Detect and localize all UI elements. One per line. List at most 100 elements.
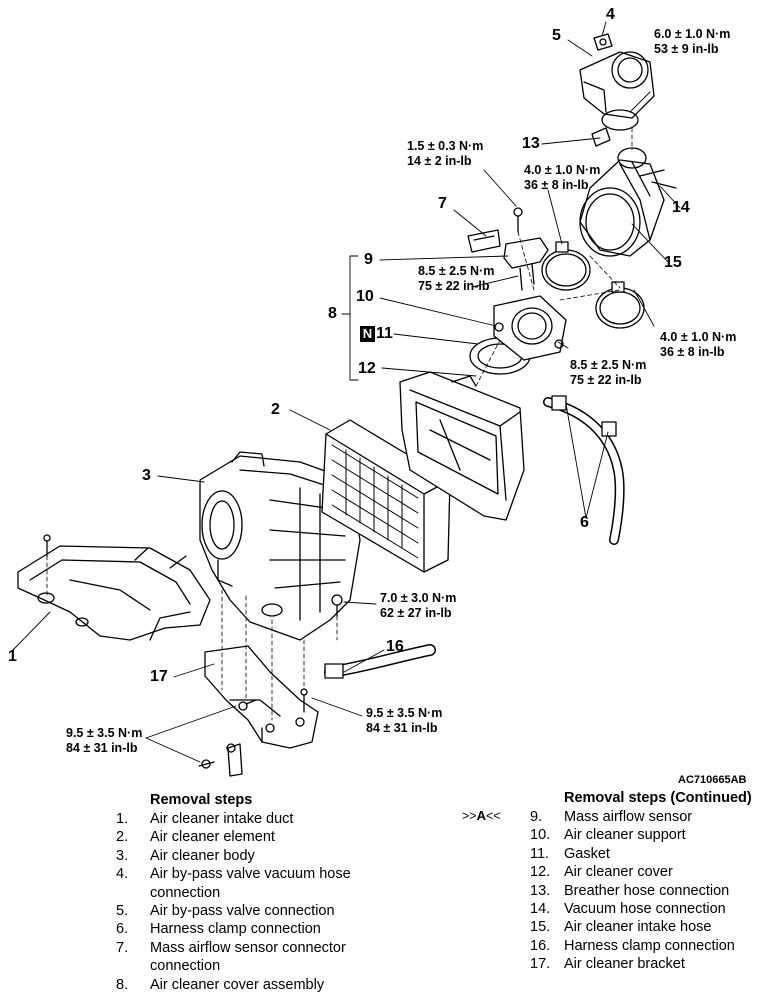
step-text: Air cleaner intake hose: [564, 919, 712, 936]
callout-13: 13: [522, 135, 540, 152]
removal-step-item: 13. Breather hose connection: [530, 882, 766, 900]
body-mounting-bolt: [331, 594, 343, 617]
removal-step-item: 2. Air cleaner element: [116, 828, 386, 846]
step-text: Air cleaner support: [564, 827, 686, 844]
step-number: 13.: [530, 882, 551, 899]
callout-7: 7: [438, 195, 447, 212]
hose-clamp-upper: [541, 241, 591, 291]
step-number: 10.: [530, 827, 551, 844]
air-cleaner-bracket: [198, 645, 319, 777]
removal-step-item: 5. Air by-pass valve connection: [116, 902, 386, 920]
callout-8: 8: [328, 305, 337, 322]
callout-9: 9: [364, 251, 373, 268]
step-number: 8.: [116, 976, 129, 993]
callout-12: 12: [358, 360, 376, 377]
step-number: 2.: [116, 829, 129, 846]
callout-4: 4: [606, 6, 615, 23]
removal-step-item: 12.Air cleaner cover: [530, 863, 766, 881]
callout-2: 2: [271, 401, 280, 418]
air-cleaner-intake-hose: [579, 147, 665, 257]
callout-1: 1: [8, 648, 17, 665]
exploded-view-diagram: [12, 21, 681, 777]
air-cleaner-element: [321, 419, 451, 573]
step-text: Vacuum hose connection: [564, 901, 726, 918]
step-number: 16.: [530, 937, 551, 954]
step-number: 1.: [116, 811, 129, 827]
vacuum-hose: [651, 181, 677, 189]
removal-steps-continued-title: Removal steps (Continued): [564, 790, 752, 806]
step-number: 11.: [530, 845, 550, 862]
step-number: 6.: [116, 921, 129, 938]
step-number: 7.: [116, 939, 129, 956]
step-number: 4.: [116, 866, 129, 883]
step-text: Mass airflow sensor: [564, 809, 693, 825]
step-text: Harness clamp connection: [564, 937, 735, 954]
air-cleaner-support: [493, 295, 567, 361]
new-part-badge: N: [360, 326, 375, 342]
callout-6: 6: [580, 514, 589, 531]
step-text: Breather hose connection: [564, 882, 730, 899]
removal-step-item: 9. Mass airflow sensor: [530, 808, 766, 826]
removal-steps-continued-list: 9. Mass airflow sensor 10. Air cleaner supp…: [530, 808, 766, 974]
removal-steps-title: Removal steps: [150, 792, 253, 808]
step-number: 17.: [530, 956, 551, 973]
air-cleaner-intake-duct: [17, 534, 211, 641]
breather-hose: [591, 127, 611, 147]
step-number: 3.: [116, 847, 129, 864]
step-text: Air cleaner bracket: [564, 956, 685, 973]
air-cleaner-body: [199, 451, 361, 641]
callout-10: 10: [356, 288, 374, 305]
leader-lines: [12, 21, 681, 763]
step-number: 14.: [530, 901, 551, 918]
callout-3: 3: [142, 467, 151, 484]
removal-step-item: 7. Mass airflow sensor connector connecti…: [116, 939, 386, 976]
callout-16: 16: [386, 638, 404, 655]
step-number: 15.: [530, 919, 551, 936]
step-number: 12.: [530, 864, 551, 881]
step-text: Air cleaner element: [150, 829, 275, 846]
step-text: Air cleaner body: [150, 847, 255, 864]
removal-step-item: 11. Gasket: [530, 845, 766, 863]
assembly-guide-lines: [46, 127, 633, 721]
callout-15: 15: [664, 254, 682, 271]
removal-step-item: 10. Air cleaner support: [530, 826, 766, 844]
harness-clamp-lower: [324, 644, 436, 679]
figure-code: AC710665AB: [678, 774, 747, 786]
removal-step-item: 14. Vacuum hose connection: [530, 900, 766, 918]
removal-step-item: 1. Air cleaner intake duct: [116, 810, 386, 828]
callout-5: 5: [552, 27, 561, 44]
air-by-pass-valve: [579, 51, 655, 131]
removal-step-item: 4. Air by-pass valve vacuum hose connecti…: [116, 865, 386, 902]
vacuum-hose-clip: [593, 33, 613, 51]
maf-connector: [467, 229, 501, 253]
removal-step-item: 8.Air cleaner cover assembly: [116, 976, 386, 994]
step-number: 5.: [116, 903, 129, 920]
step-text: Gasket: [564, 845, 610, 862]
step-number: 9.: [530, 809, 543, 825]
harness-clamp-upper: [543, 395, 625, 545]
removal-step-item: 16. Harness clamp connection: [530, 937, 766, 955]
removal-step-item: 6. Harness clamp connection: [116, 920, 386, 938]
service-point-marker: >>A<<: [462, 808, 501, 823]
callout-17: 17: [150, 668, 168, 685]
removal-step-item: 17. Air cleaner bracket: [530, 955, 766, 973]
air-cleaner-cover: [399, 371, 525, 521]
step-text: Air by-pass valve connection: [150, 903, 335, 920]
mass-airflow-sensor: [503, 207, 549, 291]
removal-step-item: 3. Air cleaner body: [116, 847, 386, 865]
step-text: Harness clamp connection: [150, 921, 321, 938]
step-text: Air cleaner intake duct: [150, 811, 294, 827]
step-text: Air by-pass valve vacuum hose connection: [150, 866, 351, 901]
callout-11: 11: [376, 325, 393, 342]
step-text: Mass airflow sensor connector connection: [150, 939, 346, 975]
callout-14: 14: [672, 199, 690, 216]
hose-clamp-lower: [595, 281, 645, 329]
